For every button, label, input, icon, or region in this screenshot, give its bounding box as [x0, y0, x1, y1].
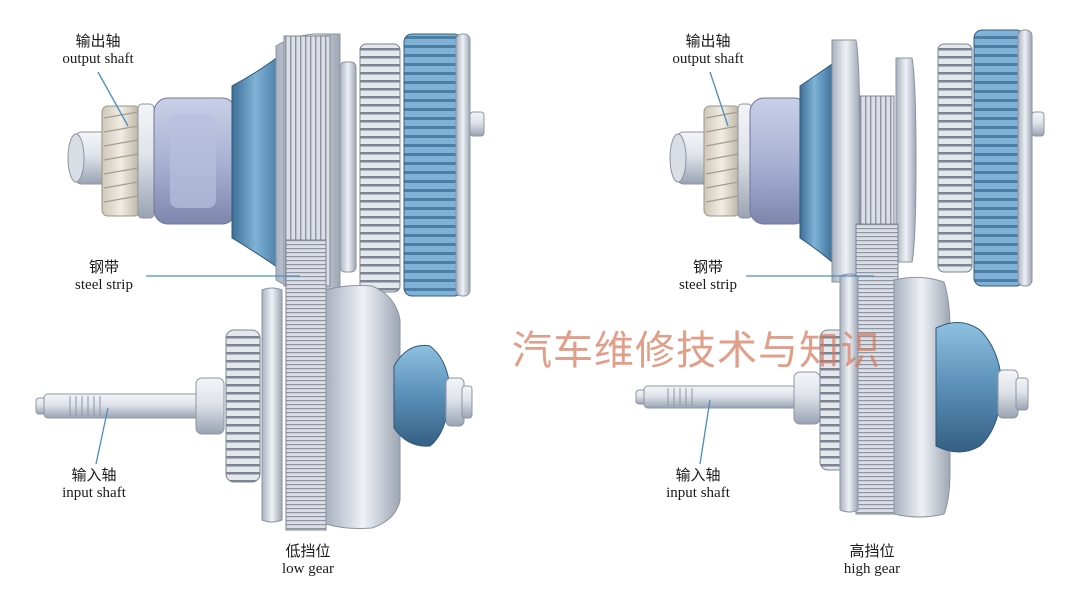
right-input-shaft [643, 385, 815, 409]
left-output-shaft-en: output shaft [62, 51, 134, 67]
high-gear-zh: 高挡位 [849, 542, 895, 560]
right-input-shaft-en: input shaft [666, 485, 730, 501]
left-output-gear [67, 103, 155, 219]
right-output-pulley-disc-rear [895, 57, 917, 263]
left-caption: 低挡位 low gear [256, 542, 360, 578]
low-gear-zh: 低挡位 [285, 542, 331, 560]
left-input-shaft-en: input shaft [62, 485, 126, 501]
left-steel-belt-strand [285, 239, 327, 531]
left-blue-drum [403, 33, 463, 297]
right-input-shaft-label: 输入轴 input shaft [640, 466, 756, 502]
left-steel-strip-label: 钢带 steel strip [52, 258, 156, 294]
right-input-shaft-leader [699, 399, 711, 465]
right-ring-gear [937, 43, 973, 273]
low-gear-assembly [35, 33, 485, 531]
right-input-pulley [635, 273, 1029, 518]
right-steel-belt-strand [855, 223, 899, 515]
right-caption: 高挡位 high gear [820, 542, 924, 578]
right-steel-strip-zh: 钢带 [692, 258, 723, 276]
left-ring-gear [359, 43, 401, 293]
left-output-shaft-label: 输出轴 output shaft [36, 32, 160, 68]
right-output-hub [749, 97, 809, 225]
right-steel-strip-en: steel strip [679, 277, 737, 293]
high-gear-en: high gear [843, 561, 901, 577]
watermark: 汽车维修技术与知识 [512, 328, 881, 374]
right-blue-drum [973, 29, 1025, 287]
left-output-shaft-zh: 输出轴 [75, 32, 121, 50]
left-output-shaft-leader [97, 71, 129, 127]
left-input-shaft-label: 输入轴 input shaft [36, 466, 152, 502]
right-output-shaft-label: 输出轴 output shaft [646, 32, 770, 68]
right-output-gear [669, 103, 753, 219]
left-steel-strip-en: steel strip [75, 277, 133, 293]
right-output-shaft-leader [709, 71, 729, 127]
right-steel-strip-label: 钢带 steel strip [656, 258, 760, 294]
left-input-shaft-leader [95, 407, 109, 465]
right-steel-belt-upper [859, 95, 895, 227]
low-gear-en: low gear [281, 561, 335, 577]
right-output-shaft-zh: 输出轴 [685, 32, 731, 50]
left-input-shaft-zh: 输入轴 [71, 466, 117, 484]
left-input-pulley [35, 285, 473, 529]
right-output-pulley-cone [799, 63, 833, 264]
high-gear-assembly [635, 29, 1045, 518]
left-steel-strip-zh: 钢带 [88, 258, 119, 276]
right-output-shaft-en: output shaft [672, 51, 744, 67]
right-input-shaft-zh: 输入轴 [675, 466, 721, 484]
